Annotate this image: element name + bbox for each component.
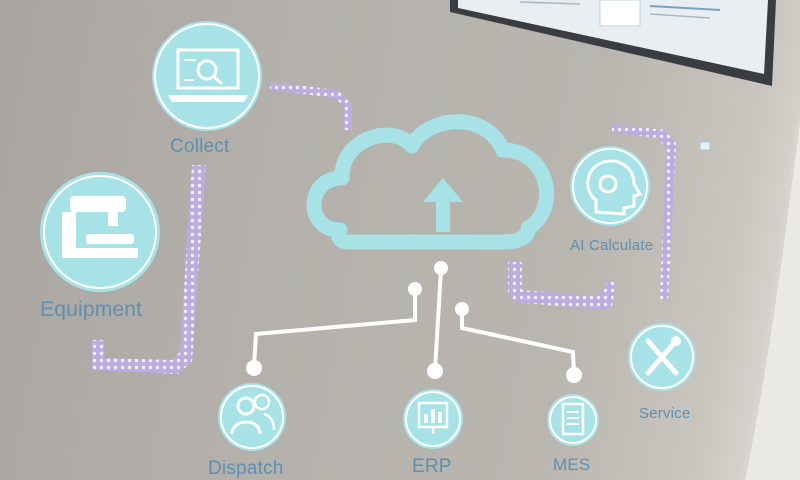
tools-icon <box>628 323 696 391</box>
label-collect: Collect <box>170 136 229 158</box>
machine-tool-icon <box>40 172 160 292</box>
label-dispatch: Dispatch <box>208 458 284 480</box>
cloud-upload-icon <box>314 122 547 242</box>
brain-gear-icon <box>570 146 650 226</box>
document-icon <box>547 394 599 446</box>
people-icon <box>218 383 286 451</box>
label-ai-calculate: AI Calculate <box>570 237 653 254</box>
tv-screen <box>450 0 776 86</box>
label-erp: ERP <box>412 456 452 478</box>
label-mes: MES <box>553 455 590 475</box>
led-strips <box>92 82 676 374</box>
chart-monitor-icon <box>403 389 463 449</box>
label-equipment: Equipment <box>40 298 142 322</box>
laptop-search-icon <box>152 21 262 131</box>
label-service: Service <box>639 405 690 422</box>
